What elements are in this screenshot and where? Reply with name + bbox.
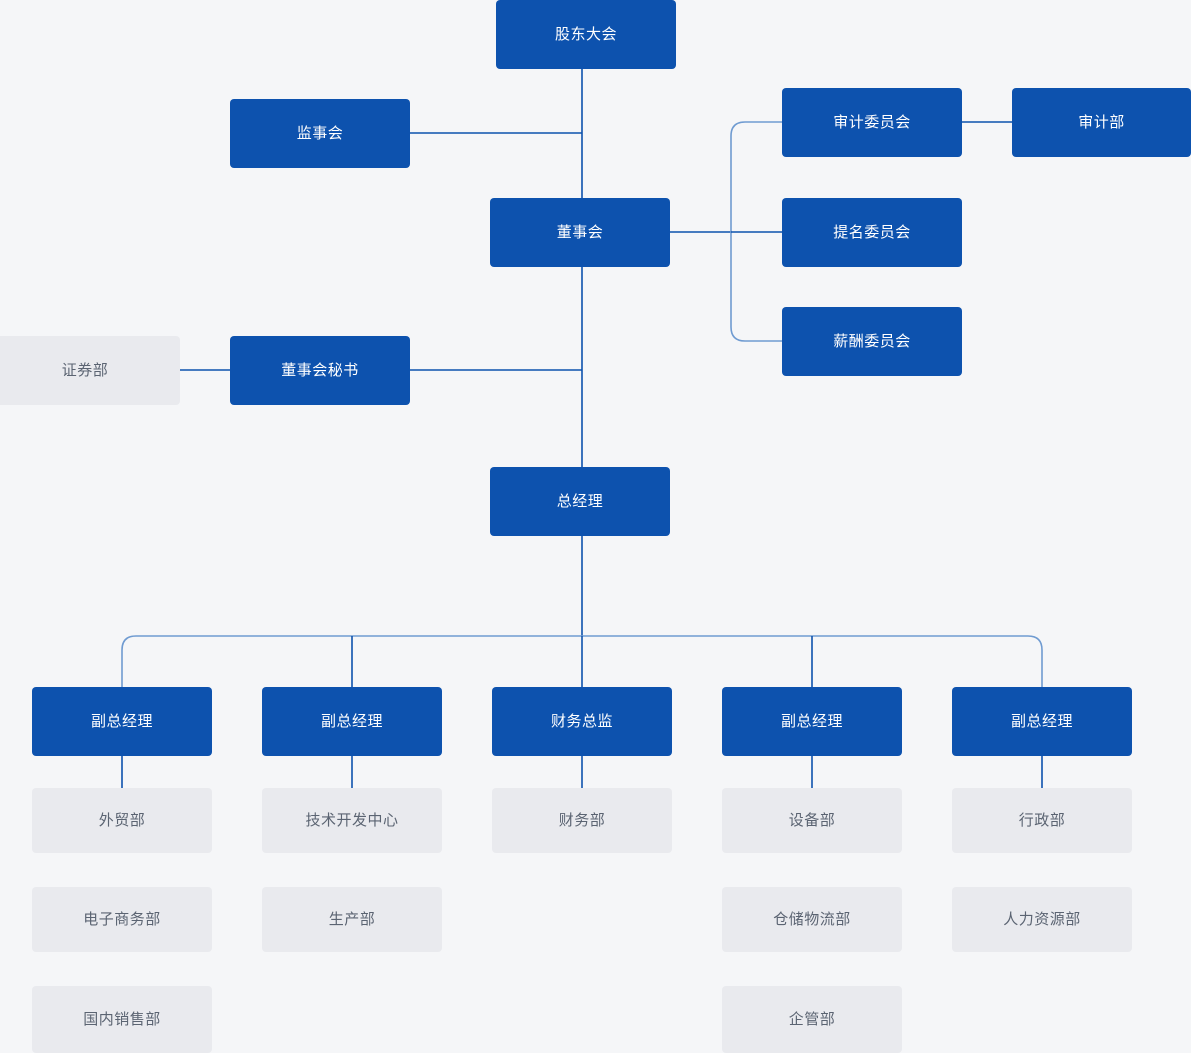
node-board-secretary[interactable]: 董事会秘书 (230, 336, 410, 405)
node-general-manager[interactable]: 总经理 (490, 467, 670, 536)
node-label: 薪酬委员会 (833, 332, 911, 350)
node-vice-general-manager-2[interactable]: 副总经理 (262, 687, 442, 756)
node-chief-financial-officer[interactable]: 财务总监 (492, 687, 672, 756)
node-board-of-directors[interactable]: 董事会 (490, 198, 670, 267)
node-nomination-committee[interactable]: 提名委员会 (782, 198, 962, 267)
node-label: 行政部 (1018, 811, 1066, 829)
node-label: 副总经理 (780, 712, 843, 730)
node-label: 仓储物流部 (773, 910, 851, 928)
node-production-department[interactable]: 生产部 (262, 887, 442, 952)
node-label: 审计部 (1078, 113, 1125, 131)
node-human-resources-department[interactable]: 人力资源部 (952, 887, 1132, 952)
node-vice-general-manager-1[interactable]: 副总经理 (32, 687, 212, 756)
node-equipment-department[interactable]: 设备部 (722, 788, 902, 853)
node-label: 提名委员会 (833, 223, 911, 241)
node-label: 国内销售部 (83, 1010, 161, 1028)
node-warehouse-logistics-department[interactable]: 仓储物流部 (722, 887, 902, 952)
node-finance-department[interactable]: 财务部 (492, 788, 672, 853)
node-label: 审计委员会 (833, 113, 911, 131)
node-technology-development-center[interactable]: 技术开发中心 (262, 788, 442, 853)
node-administration-department[interactable]: 行政部 (952, 788, 1132, 853)
node-label: 设备部 (788, 811, 836, 829)
node-label: 人力资源部 (1003, 910, 1081, 928)
committee-bus (730, 121, 782, 342)
node-supervisory-board[interactable]: 监事会 (230, 99, 410, 168)
node-label: 副总经理 (1010, 712, 1073, 730)
node-label: 技术开发中心 (305, 811, 399, 829)
node-label: 财务部 (558, 811, 606, 829)
node-label: 董事会 (556, 223, 604, 241)
node-label: 总经理 (556, 492, 604, 510)
node-label: 股东大会 (554, 25, 617, 43)
node-audit-department[interactable]: 审计部 (1012, 88, 1191, 157)
node-label: 外贸部 (98, 811, 146, 829)
node-label: 副总经理 (90, 712, 153, 730)
node-foreign-trade-department[interactable]: 外贸部 (32, 788, 212, 853)
node-audit-committee[interactable]: 审计委员会 (782, 88, 962, 157)
node-label: 监事会 (296, 124, 344, 142)
node-enterprise-management-department[interactable]: 企管部 (722, 986, 902, 1053)
node-label: 生产部 (328, 910, 376, 928)
executive-bus (121, 635, 1043, 687)
node-remuneration-committee[interactable]: 薪酬委员会 (782, 307, 962, 376)
node-ecommerce-department[interactable]: 电子商务部 (32, 887, 212, 952)
node-label: 副总经理 (320, 712, 383, 730)
node-label: 财务总监 (550, 712, 613, 730)
node-vice-general-manager-4[interactable]: 副总经理 (952, 687, 1132, 756)
node-securities-department[interactable]: 证券部 (0, 336, 180, 405)
node-vice-general-manager-3[interactable]: 副总经理 (722, 687, 902, 756)
node-label: 董事会秘书 (281, 361, 359, 379)
node-domestic-sales-department[interactable]: 国内销售部 (32, 986, 212, 1053)
node-label: 企管部 (788, 1010, 836, 1028)
node-label: 证券部 (61, 361, 109, 379)
node-label: 电子商务部 (83, 910, 161, 928)
node-shareholders-meeting[interactable]: 股东大会 (496, 0, 676, 69)
